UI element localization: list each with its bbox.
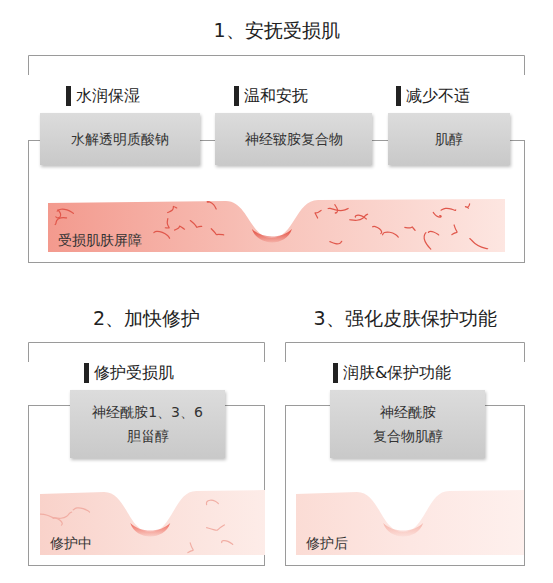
- skin-crack: [207, 525, 225, 530]
- skin-crack: [207, 202, 216, 210]
- ingredient-box: 温和安抚神经皲胺复合物: [215, 113, 372, 165]
- skin-crack: [405, 227, 415, 230]
- skin-crack: [54, 512, 72, 518]
- skin-crack: [190, 221, 201, 228]
- skin-crack: [335, 205, 338, 213]
- skin-crack: [168, 206, 177, 212]
- section-title: 3、强化皮肤保护功能: [285, 302, 525, 334]
- box-heading: 修护受损肌: [84, 363, 174, 383]
- section-bracket: [29, 56, 525, 76]
- damage-spot: [383, 523, 423, 537]
- skin-crack: [428, 231, 438, 234]
- box-heading: 温和安抚: [234, 86, 308, 106]
- skin-crack: [56, 210, 61, 218]
- damage-spot: [252, 229, 292, 243]
- skin-body: [48, 199, 505, 252]
- skin-crack: [424, 233, 431, 249]
- skin-label: 修护中: [50, 534, 92, 552]
- skin-crack: [433, 212, 441, 217]
- skin-crack: [315, 210, 321, 218]
- skin-crack: [40, 514, 54, 518]
- box-heading: 水润保湿: [66, 86, 140, 106]
- box-heading: 减少不适: [396, 86, 470, 106]
- skin-layer: 受损肌肤屏障: [48, 195, 505, 252]
- skin-body: [40, 490, 265, 555]
- skin-crack: [165, 219, 169, 228]
- section-title: 2、加快修护: [28, 302, 265, 334]
- skin-body: [296, 490, 524, 555]
- section-panel: 润肤&保护功能神经酰胺 复合物肌醇修护后3、强化皮肤保护功能: [285, 302, 525, 565]
- skin-crack: [53, 518, 62, 525]
- section-bracket: [29, 343, 265, 363]
- skin-crack: [470, 239, 488, 249]
- ingredient-box: 润肤&保护功能神经酰胺 复合物肌醇: [330, 390, 485, 458]
- ingredient-name: 神经酰胺1、3、6 胆甾醇: [85, 400, 210, 449]
- skin-crack: [188, 543, 193, 553]
- skin-crack: [154, 231, 170, 238]
- skin-crack: [206, 500, 218, 504]
- skin-crack: [465, 204, 469, 208]
- section-bracket: [286, 343, 525, 363]
- ingredient-name: 水解透明质酸钠: [71, 127, 169, 152]
- skin-crack: [452, 225, 457, 235]
- skin-crack: [441, 208, 456, 210]
- ingredient-box: 修护受损肌神经酰胺1、3、6 胆甾醇: [70, 390, 225, 458]
- skin-crack: [373, 226, 382, 233]
- skin-layer: 修护中: [40, 488, 265, 555]
- ingredient-name: 神经酰胺 复合物肌醇: [358, 400, 458, 449]
- skin-crack: [355, 215, 366, 219]
- section-panel: 修护受损肌神经酰胺1、3、6 胆甾醇修护中2、加快修护: [28, 302, 265, 565]
- skin-crack: [175, 226, 185, 230]
- section-panel: 水润保湿水解透明质酸钠温和安抚神经皲胺复合物减少不适肌醇受损肌肤屏障1、安抚受损…: [28, 14, 525, 262]
- skin-crack: [383, 232, 399, 237]
- skin-crack: [73, 508, 89, 512]
- ingredient-name: 肌醇: [435, 127, 463, 152]
- ingredient-name: 神经皲胺复合物: [245, 127, 343, 152]
- skin-layer: 修护后: [296, 488, 524, 555]
- ingredient-box: 水润保湿水解透明质酸钠: [40, 113, 200, 165]
- skin-crack: [211, 229, 223, 235]
- skin-label: 受损肌肤屏障: [58, 231, 142, 249]
- skin-label: 修护后: [306, 534, 348, 552]
- box-heading: 润肤&保护功能: [333, 363, 451, 383]
- ingredient-box: 减少不适肌醇: [388, 113, 510, 165]
- section-title: 1、安抚受损肌: [28, 14, 525, 46]
- skin-crack: [350, 214, 368, 220]
- skin-crack: [330, 241, 342, 244]
- damage-spot: [130, 523, 170, 537]
- skin-crack: [55, 218, 66, 225]
- skin-crack: [222, 541, 233, 545]
